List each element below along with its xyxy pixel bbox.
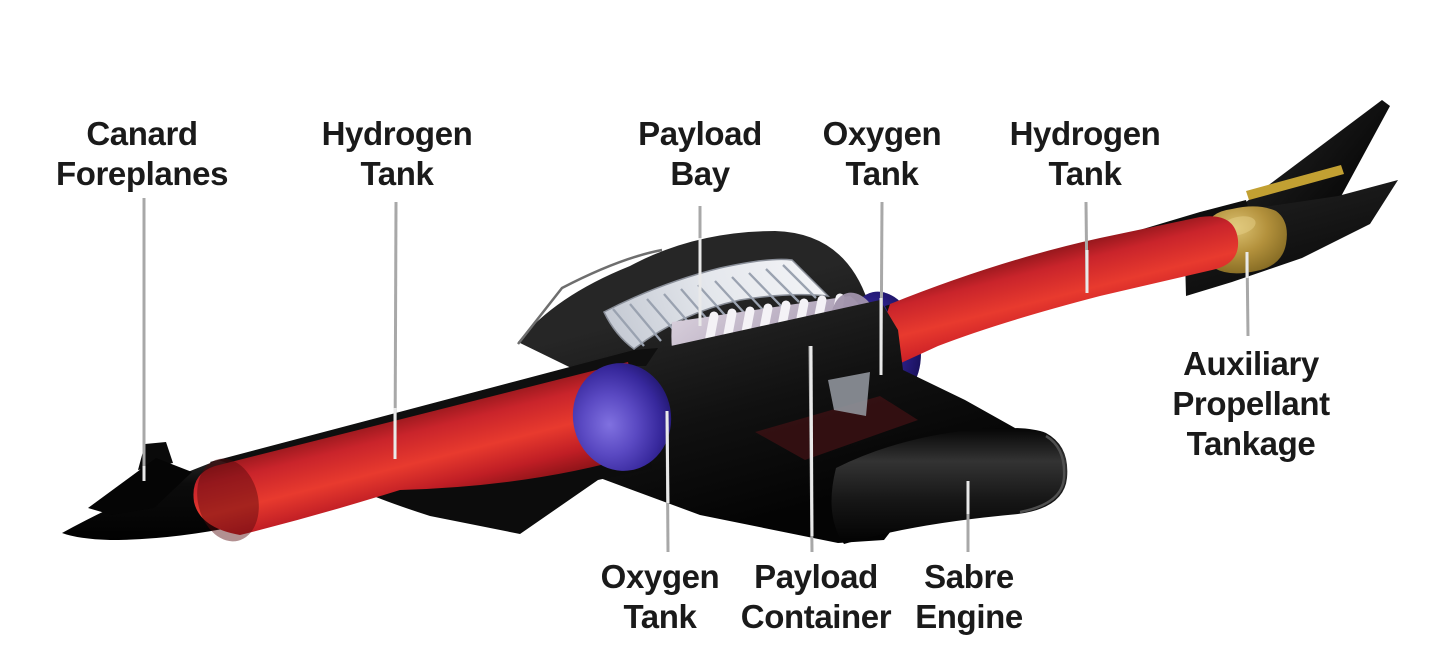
- label-hydrogen-tank-right: Hydrogen Tank: [1009, 115, 1161, 192]
- hydrogen-tank-right-shape: [884, 216, 1239, 368]
- canard-near-fin: [88, 458, 192, 515]
- far-wing-edge-highlight: [517, 248, 663, 345]
- label-canard-foreplanes: Canard Foreplanes: [55, 115, 229, 192]
- oxygen-tank-left-shape: [572, 363, 672, 471]
- leader-lines-over-body: [142, 238, 1249, 537]
- label-hydrogen-tank-left: Hydrogen Tank: [321, 115, 473, 192]
- fin-stripe: [1246, 165, 1344, 200]
- label-sabre-engine: Sabre Engine: [915, 558, 1023, 635]
- label-payload-bay: Payload Bay: [638, 115, 762, 192]
- hydrogen-tank-left-shape: [193, 362, 648, 542]
- label-payload-container: Payload Container: [740, 558, 892, 635]
- sabre-engine-nacelle-shape: [831, 427, 1068, 544]
- label-auxiliary-propellant-tankage: Auxiliary Propellant Tankage: [1172, 345, 1330, 462]
- label-oxygen-tank-bottom: Oxygen Tank: [600, 558, 720, 635]
- label-oxygen-tank-top: Oxygen Tank: [822, 115, 942, 192]
